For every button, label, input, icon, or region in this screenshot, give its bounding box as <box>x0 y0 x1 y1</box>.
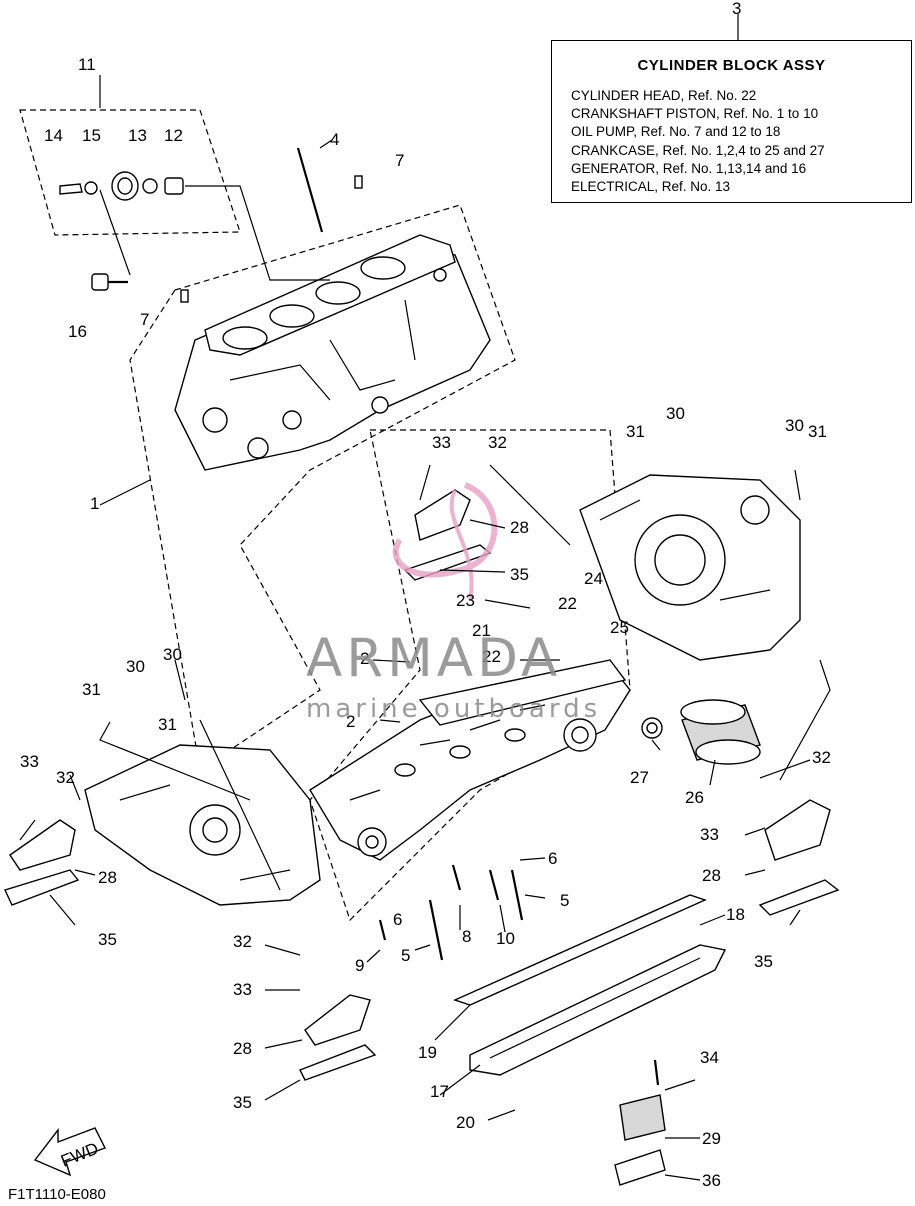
dowel-pin-7a <box>354 175 363 189</box>
watermark-subtitle: marine outboards <box>306 694 602 724</box>
callout-26: 26 <box>685 788 704 807</box>
callout-5a: 5 <box>560 891 569 910</box>
stud-bolt-4 <box>296 147 324 233</box>
left-cover <box>84 744 321 906</box>
group-1-outline <box>129 204 516 772</box>
callout-27: 27 <box>630 768 649 787</box>
callout-25: 25 <box>610 618 629 637</box>
callout-22b: 22 <box>482 647 501 666</box>
callout-22a: 22 <box>558 594 577 613</box>
callout-2b: 2 <box>346 712 355 731</box>
dowel-pin-7b <box>180 289 189 303</box>
callout-31c: 31 <box>82 680 101 699</box>
oil-filter-26 <box>680 699 761 765</box>
callout-21: 21 <box>472 621 491 640</box>
callout-28c: 28 <box>702 866 721 885</box>
callout-31b: 31 <box>808 422 827 441</box>
leader-lines <box>19 14 831 1181</box>
callout-36: 36 <box>702 1171 721 1190</box>
note-line: CYLINDER HEAD, Ref. No. 22 <box>571 88 757 103</box>
callout-30c: 30 <box>126 657 145 676</box>
fwd-arrow-icon: FWD <box>33 1127 106 1177</box>
mount-right <box>758 799 840 916</box>
callout-16: 16 <box>68 322 87 341</box>
callout-28b: 28 <box>98 868 117 887</box>
mount-upper <box>403 489 492 581</box>
callout-35d: 35 <box>233 1093 252 1112</box>
bolt-16 <box>91 273 128 291</box>
callout-12: 12 <box>164 126 183 145</box>
callout-34: 34 <box>700 1048 719 1067</box>
assembly-note-box: CYLINDER BLOCK ASSY CYLINDER HEAD, Ref. … <box>551 40 912 203</box>
note-line: ELECTRICAL, Ref. No. 13 <box>571 179 731 195</box>
callout-33b: 33 <box>20 752 39 771</box>
note-line: CRANKSHAFT PISTON, Ref. No. 1 to 10 <box>571 106 819 122</box>
callout-32b: 32 <box>56 768 75 787</box>
callout-5b: 5 <box>401 946 410 965</box>
callout-13: 13 <box>128 126 147 145</box>
callout-6b: 6 <box>393 910 402 929</box>
callout-15: 15 <box>82 126 101 145</box>
callout-14: 14 <box>44 126 63 145</box>
callout-9: 9 <box>355 956 364 975</box>
note-title: CYLINDER BLOCK ASSY <box>637 57 826 74</box>
callout-30a: 30 <box>666 404 685 423</box>
callout-32c: 32 <box>812 748 831 767</box>
callout-28d: 28 <box>233 1039 252 1058</box>
armada-logo-icon <box>392 482 498 601</box>
crankcase-bolts <box>378 864 524 961</box>
callout-numbers: 11 14 15 13 12 4 7 7 16 1 33 32 28 35 30… <box>20 0 831 1190</box>
callout-35a: 35 <box>510 565 529 584</box>
callout-18: 18 <box>726 905 745 924</box>
callout-7b: 7 <box>140 310 149 329</box>
note-line: GENERATOR, Ref. No. 1,13,14 and 16 <box>571 160 807 176</box>
callout-20: 20 <box>456 1113 475 1132</box>
callout-33a: 33 <box>432 433 451 452</box>
callout-30b: 30 <box>785 416 804 435</box>
union-bolt-27 <box>641 717 663 739</box>
note-lines: CYLINDER HEAD, Ref. No. 22 CRANKSHAFT PI… <box>571 87 825 196</box>
callout-24: 24 <box>584 569 603 588</box>
callout-33c: 33 <box>700 825 719 844</box>
callout-35b: 35 <box>98 930 117 949</box>
callout-11: 11 <box>78 55 96 74</box>
group-11-outline <box>19 109 241 236</box>
mount-center <box>299 994 377 1081</box>
right-cover <box>579 474 801 661</box>
callout-19: 19 <box>418 1043 437 1062</box>
callout-4: 4 <box>330 130 339 149</box>
callout-32d: 32 <box>233 932 252 951</box>
callout-7a: 7 <box>395 151 404 170</box>
callout-31a: 31 <box>626 422 645 441</box>
callout-6a: 6 <box>548 849 557 868</box>
cylinder-block <box>174 234 491 471</box>
callout-8: 8 <box>462 927 471 946</box>
diagram-code: F1T1110-E080 <box>8 1186 106 1203</box>
callout-28a: 28 <box>510 518 529 537</box>
callout-3: 3 <box>732 0 741 18</box>
callout-2a: 2 <box>360 649 369 668</box>
callout-33d: 33 <box>233 980 252 999</box>
oil-pan-17 <box>469 944 727 1076</box>
note-line: OIL PUMP, Ref. No. 7 and 12 to 18 <box>571 124 781 140</box>
callout-17: 17 <box>430 1082 449 1101</box>
callout-32a: 32 <box>488 433 507 452</box>
callout-10: 10 <box>496 929 515 948</box>
gasket-19 <box>453 894 707 1006</box>
callout-1: 1 <box>90 494 99 513</box>
mount-left <box>4 819 80 906</box>
callout-30d: 30 <box>163 645 182 664</box>
note-line: CRANKCASE, Ref. No. 1,2,4 to 25 and 27 <box>571 142 825 158</box>
crankcase <box>309 659 631 861</box>
group-crankcase-outline <box>309 429 631 922</box>
callout-31d: 31 <box>158 715 177 734</box>
oil-pressure-parts <box>59 171 184 201</box>
callout-23: 23 <box>456 591 475 610</box>
callout-29: 29 <box>702 1129 721 1148</box>
watermark-word: ARMADA <box>306 628 562 689</box>
callout-35c: 35 <box>754 952 773 971</box>
electrical-box-29 <box>614 1059 666 1186</box>
